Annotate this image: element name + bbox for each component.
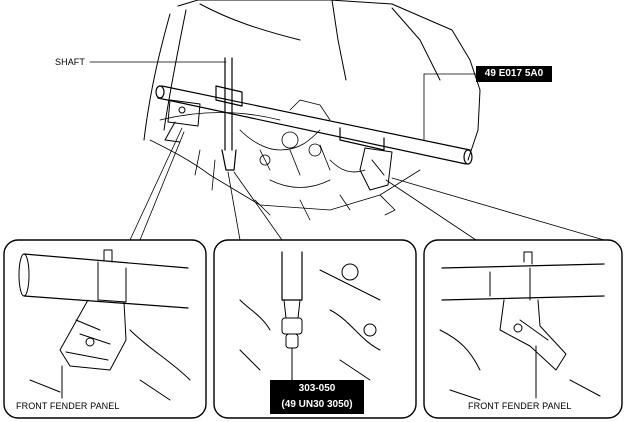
callout-lines xyxy=(129,127,605,241)
detail-panel-right xyxy=(423,239,623,419)
hood-outline xyxy=(143,0,481,161)
right-bracket xyxy=(359,147,393,191)
tool-number-main: 49 E017 5A0 xyxy=(476,66,552,82)
left-bracket xyxy=(164,99,201,143)
engine-bay xyxy=(149,99,421,221)
front-fender-panel-label-right: FRONT FENDER PANEL xyxy=(468,401,572,411)
tool-number-sub-line2: (49 UN30 3050) xyxy=(281,399,353,410)
tool-number-sub: 303-050 (49 UN30 3050) xyxy=(270,380,364,414)
front-fender-panel-label-left: FRONT FENDER PANEL xyxy=(16,401,120,411)
support-bar xyxy=(155,85,473,165)
detail-panel-middle xyxy=(213,239,417,419)
shaft xyxy=(215,57,243,171)
shaft-label: SHAFT xyxy=(55,57,86,67)
leader-lines xyxy=(89,61,477,141)
detail-panel-left xyxy=(3,239,207,419)
tool-number-sub-line1: 303-050 xyxy=(298,383,336,394)
